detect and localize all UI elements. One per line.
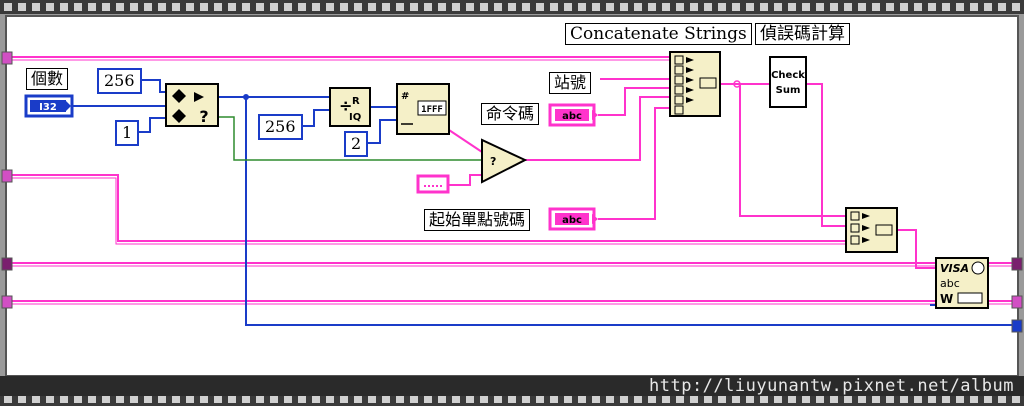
station-label: 站號 <box>549 72 592 94</box>
quotient-remainder-node[interactable]: ÷ R IQ <box>329 87 371 127</box>
checksum-line2: Sum <box>776 85 801 96</box>
quotient-iq-text: IQ <box>349 112 361 123</box>
command-terminal[interactable]: abc <box>548 103 598 127</box>
constant-256-b[interactable]: 256 <box>258 114 303 140</box>
visa-write-node[interactable]: VISA abc W <box>935 257 989 309</box>
concatenate-strings-node[interactable] <box>669 51 721 117</box>
i32-text: I32 <box>39 102 57 113</box>
hex-format-text: 1FFF <box>421 105 443 115</box>
select-node[interactable]: ? <box>481 138 528 184</box>
concatenate-strings-node-2[interactable] <box>845 207 898 253</box>
svg-text:W: W <box>940 292 953 306</box>
right-tunnels <box>1011 257 1023 333</box>
start-point-terminal[interactable]: abc <box>548 207 598 231</box>
checksum-subvi[interactable]: Check Sum <box>769 56 807 108</box>
svg-text:#: # <box>401 91 409 102</box>
left-tunnels <box>1 51 13 309</box>
command-abc-text: abc <box>562 111 582 122</box>
constant-2[interactable]: 2 <box>344 131 369 157</box>
visa-abc-text: abc <box>940 277 960 290</box>
concatenate-strings-label: Concatenate Strings <box>565 23 752 45</box>
i32-terminal[interactable]: I32 <box>24 94 74 118</box>
svg-text:?: ? <box>199 107 208 126</box>
count-label: 個數 <box>26 68 69 90</box>
constant-256-a[interactable]: 256 <box>97 68 142 94</box>
svg-text:?: ? <box>490 155 496 168</box>
constant-1[interactable]: 1 <box>115 120 140 146</box>
checksum-line1: Check <box>771 70 805 81</box>
number-to-hex-node[interactable]: # 1FFF <box>396 83 450 135</box>
command-label: 命令碼 <box>481 103 540 125</box>
quotient-r-text: R <box>352 96 360 107</box>
svg-text:÷: ÷ <box>339 96 352 115</box>
checksum-calc-label: 偵誤碼計算 <box>755 23 850 45</box>
empty-string-constant[interactable] <box>416 174 450 194</box>
watermark: http://liuyunantw.pixnet.net/album <box>0 376 1024 396</box>
split-number-node[interactable]: ? <box>165 83 219 127</box>
visa-text: VISA <box>940 262 969 275</box>
start-abc-text: abc <box>562 215 582 226</box>
start-point-label: 起始單點號碼 <box>424 209 531 231</box>
